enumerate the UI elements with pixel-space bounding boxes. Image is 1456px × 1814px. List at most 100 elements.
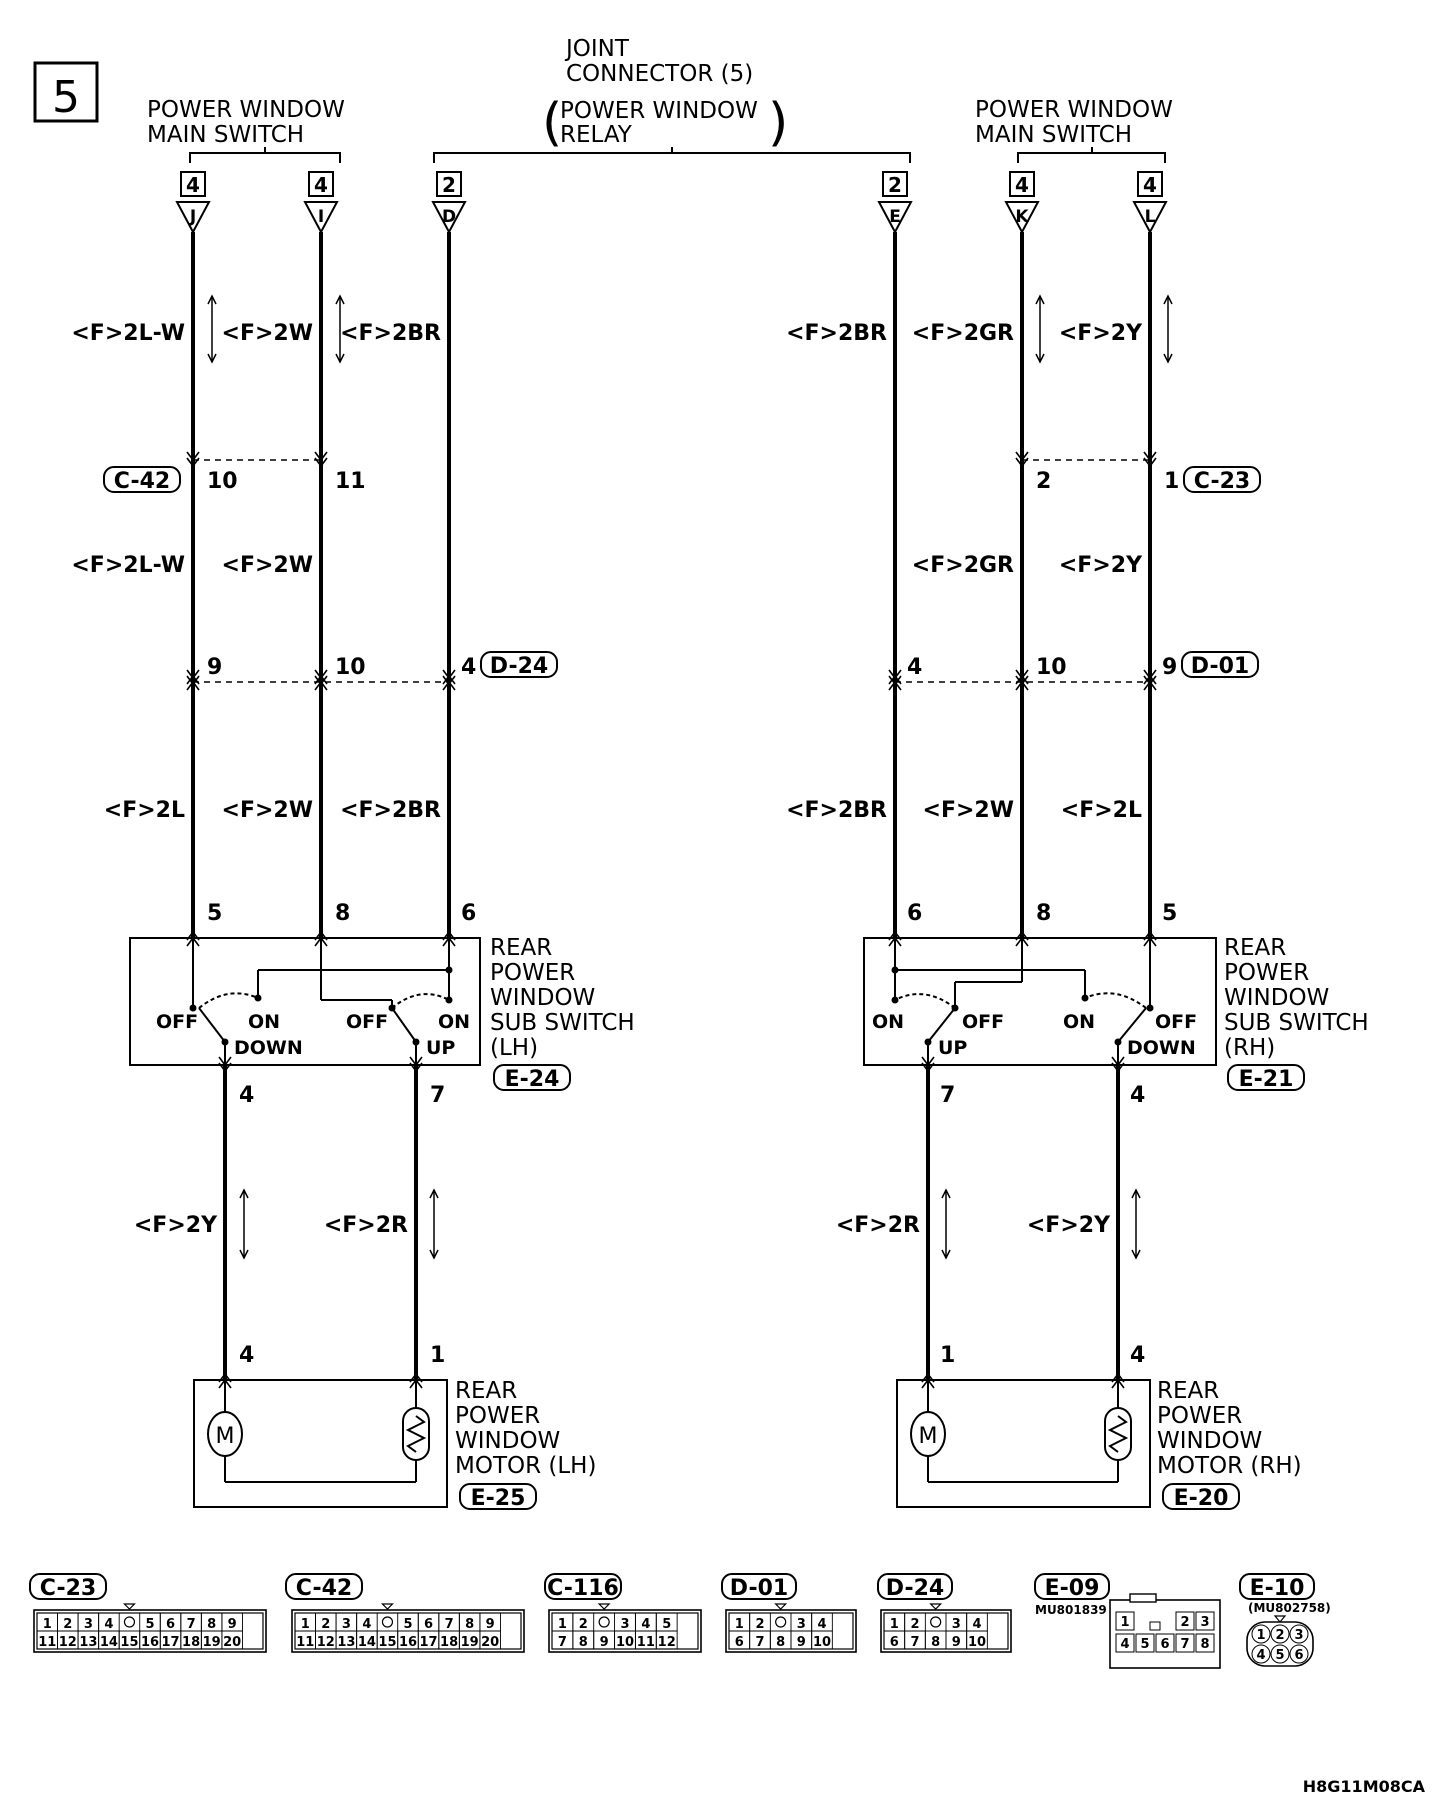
pin-number: 1 <box>940 1343 955 1368</box>
legend-cell-number: 16 <box>399 1635 417 1650</box>
terminal-letter: J <box>189 207 196 227</box>
wire-label: <F>2GR <box>912 321 1014 346</box>
legend-cell-number: 2 <box>755 1617 764 1632</box>
legend-part-number: (MU802758) <box>1248 1601 1331 1615</box>
terminal-number: 4 <box>1015 173 1029 197</box>
sw-rh-blade <box>1117 1007 1147 1043</box>
wire-label: <F>2R <box>836 1213 920 1238</box>
legend-cell-number: 5 <box>1140 1637 1149 1652</box>
terminal-number: 4 <box>1143 173 1157 197</box>
pin-number: 10 <box>1036 655 1067 680</box>
legend-cell-number: 8 <box>776 1635 785 1650</box>
wire-label: <F>2L <box>1061 798 1142 823</box>
legend-cell-number: 6 <box>424 1617 433 1632</box>
legend-code-box <box>1239 1573 1315 1600</box>
legend-key-mark <box>1273 1615 1287 1623</box>
current-arrow-head <box>429 1188 439 1260</box>
legend-cell <box>1289 1644 1309 1664</box>
pin-number: 4 <box>1130 1083 1145 1108</box>
terminal-triangle <box>303 201 339 235</box>
current-arrows <box>207 294 1173 1260</box>
legend-cell-number: 11 <box>637 1635 655 1650</box>
legend-key-mark <box>929 1603 943 1610</box>
legend-code-box <box>1034 1573 1110 1600</box>
connector-code-box <box>459 1483 537 1510</box>
legend-cell-number: 9 <box>797 1635 806 1650</box>
sw-rh-blade <box>927 1007 956 1043</box>
legend-code: E-10 <box>1250 1576 1305 1601</box>
heater-lh-coil <box>405 1415 427 1453</box>
sub-switch-lh-box <box>129 937 481 1066</box>
legend-cell <box>1270 1644 1290 1664</box>
wire-label: <F>2BR <box>786 321 887 346</box>
sw-label-on: ON <box>1063 1011 1095 1033</box>
motor-rh-name: MOTOR (RH) <box>1157 1453 1302 1479</box>
pin-number: 4 <box>1130 1343 1145 1368</box>
legend-cell <box>655 1630 678 1650</box>
pin-number: 9 <box>207 655 222 680</box>
wire-label: <F>2GR <box>912 553 1014 578</box>
connector-code-box <box>103 466 181 493</box>
terminal-number-box <box>436 171 462 197</box>
sub-switch-rh-name: (RH) <box>1224 1035 1275 1061</box>
sw-label-off: OFF <box>156 1011 198 1033</box>
sub-switch-lh-name: REAR <box>490 935 552 961</box>
sw-rh-dot <box>1146 1004 1154 1012</box>
sub-switch-rh-name: POWER <box>1224 960 1309 986</box>
legend-key-circle <box>123 1616 136 1628</box>
connector-chevron <box>314 669 328 686</box>
page-number-box <box>33 61 99 123</box>
legend-cell-number: 19 <box>461 1635 479 1650</box>
pin-number: 10 <box>335 655 366 680</box>
legend-cell-number: 1 <box>890 1617 899 1632</box>
legend-cell-number: 9 <box>228 1617 237 1632</box>
legend-part-number: MU801839 <box>1035 1603 1107 1617</box>
legend-code: D-01 <box>730 1576 788 1601</box>
sw-lh-arc <box>391 993 450 1009</box>
legend-cell-number: 7 <box>1180 1637 1189 1652</box>
motor-lh-name: WINDOW <box>455 1428 560 1454</box>
connector-chevron <box>186 669 200 686</box>
pin-number: 7 <box>940 1083 955 1108</box>
wire-label: <F>2Y <box>134 1213 218 1238</box>
legend-cell-number: 14 <box>100 1635 118 1650</box>
pin-number: 11 <box>335 469 366 494</box>
sw-label-on: ON <box>438 1011 470 1033</box>
terminal-number-box <box>1009 171 1035 197</box>
legend-key-mark <box>123 1603 136 1610</box>
legend-cell-number: 4 <box>641 1617 650 1632</box>
terminal-number-box <box>308 171 334 197</box>
wire-label: <F>2W <box>222 553 313 578</box>
sw-label-up: UP <box>426 1037 455 1059</box>
legend-cell-number: 3 <box>952 1617 961 1632</box>
legend-code: C-42 <box>296 1576 352 1601</box>
connector-chevron <box>888 674 902 691</box>
legend-cell-number: 8 <box>207 1617 216 1632</box>
legend-cell-number: 10 <box>968 1635 986 1650</box>
pin-number: 4 <box>239 1083 254 1108</box>
legend-cell-number: 9 <box>600 1635 609 1650</box>
joint-connector-label-3: POWER WINDOW <box>560 98 758 124</box>
motor-rh-symbol <box>910 1411 946 1457</box>
terminal-letter: E <box>889 207 901 227</box>
legend-cell-number: 10 <box>813 1635 831 1650</box>
legend-cell <box>1195 1611 1215 1631</box>
legend-cell-number: 9 <box>486 1617 495 1632</box>
legend-cell-number: 2 <box>1275 1628 1284 1643</box>
legend-cell-number: 2 <box>910 1617 919 1632</box>
legend-cell-number: 6 <box>1160 1637 1169 1652</box>
terminal-letter: D <box>442 207 456 227</box>
legend-cell-number: 19 <box>203 1635 221 1650</box>
sub-switch-lh-name: POWER <box>490 960 575 986</box>
sw-label-off: OFF <box>1155 1011 1197 1033</box>
connector-code: E-20 <box>1174 1486 1229 1511</box>
terminal-letter: K <box>1015 207 1029 227</box>
legend-cell-number: 5 <box>403 1617 412 1632</box>
connector-chevron <box>186 451 200 468</box>
legend-cell-number: 2 <box>63 1617 72 1632</box>
legend-cell-number: 17 <box>419 1635 437 1650</box>
legend-cell-number: 12 <box>658 1635 676 1650</box>
sw-label-down: DOWN <box>1127 1037 1196 1059</box>
sw-rh-arc <box>1084 992 1147 1009</box>
joint-connector-label-4: RELAY <box>560 122 633 148</box>
